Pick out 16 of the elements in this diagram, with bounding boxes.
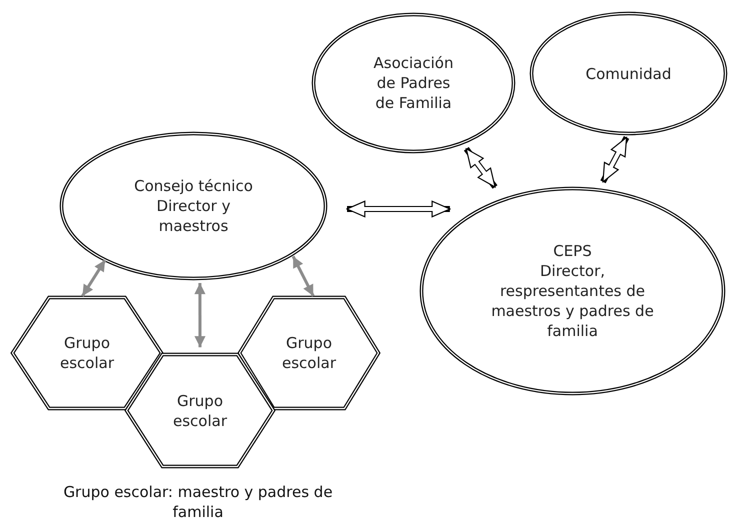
node-text: Asociación de Padres de Familia bbox=[372, 53, 454, 113]
node-text: CEPS bbox=[553, 241, 592, 261]
node-text: Grupo escolar bbox=[281, 333, 337, 373]
node-text: Consejo técnico Director y maestros bbox=[133, 176, 254, 236]
node-text: Director, respresentantes de maestros y padres de familia bbox=[490, 261, 655, 341]
ellipse-node bbox=[60, 132, 327, 280]
hexagon-node bbox=[125, 353, 275, 468]
ellipse-node bbox=[312, 13, 515, 153]
caption-text: Grupo escolar: maestro y padres de familia bbox=[62, 482, 334, 522]
node-text: Comunidad bbox=[586, 64, 672, 84]
ellipse-node bbox=[530, 12, 727, 135]
hexagon-node bbox=[11, 296, 163, 410]
node-text: Grupo escolar bbox=[59, 333, 115, 373]
hexagon-node bbox=[238, 296, 380, 410]
ellipse-node bbox=[420, 187, 725, 395]
node-text: Grupo escolar bbox=[172, 390, 228, 430]
